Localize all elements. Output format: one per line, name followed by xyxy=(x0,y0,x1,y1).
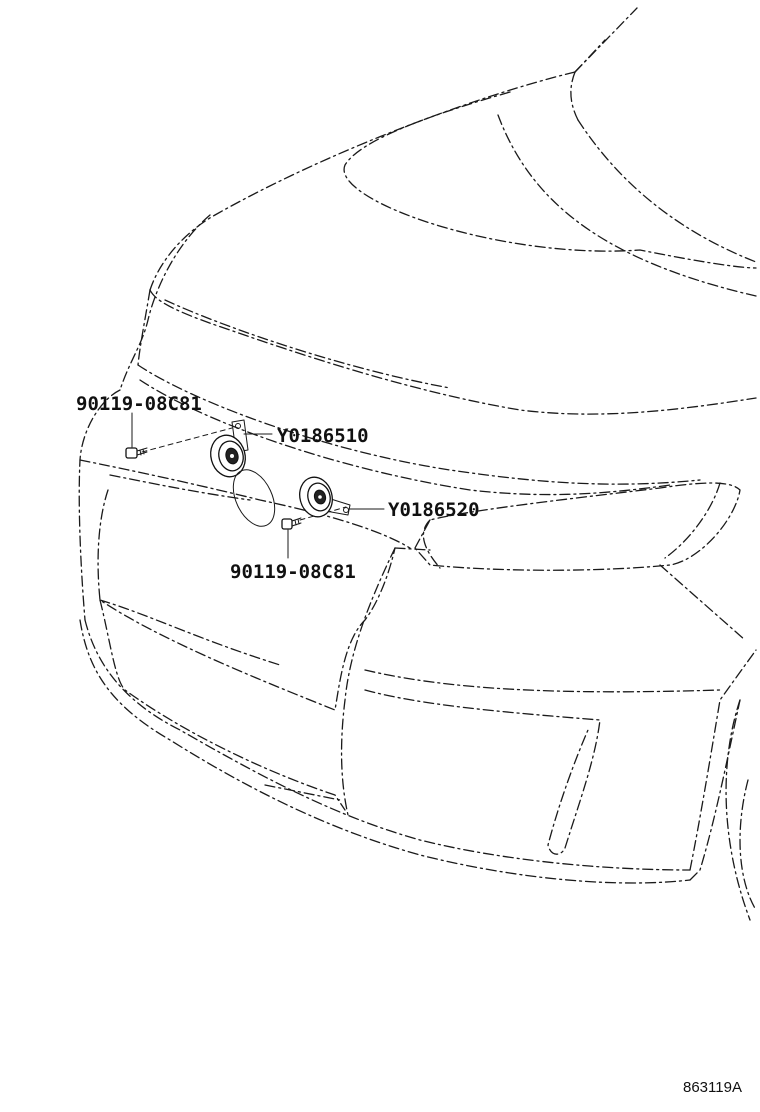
bolt-left xyxy=(125,447,148,459)
leader-lines xyxy=(131,412,385,559)
alignment-lines xyxy=(141,427,347,521)
callout-bolt-left: 90119-08C81 xyxy=(76,393,202,415)
horn-high xyxy=(210,434,246,478)
callout-horn-high: Y0186510 xyxy=(277,425,369,447)
callout-horn-low: Y0186520 xyxy=(388,499,480,521)
vehicle-front-outline xyxy=(78,7,757,921)
callout-bolt-center: 90119-08C81 xyxy=(230,561,356,583)
bolt-center xyxy=(281,517,302,530)
horn-low xyxy=(299,476,351,518)
figure-code: 863119A xyxy=(683,1079,742,1096)
